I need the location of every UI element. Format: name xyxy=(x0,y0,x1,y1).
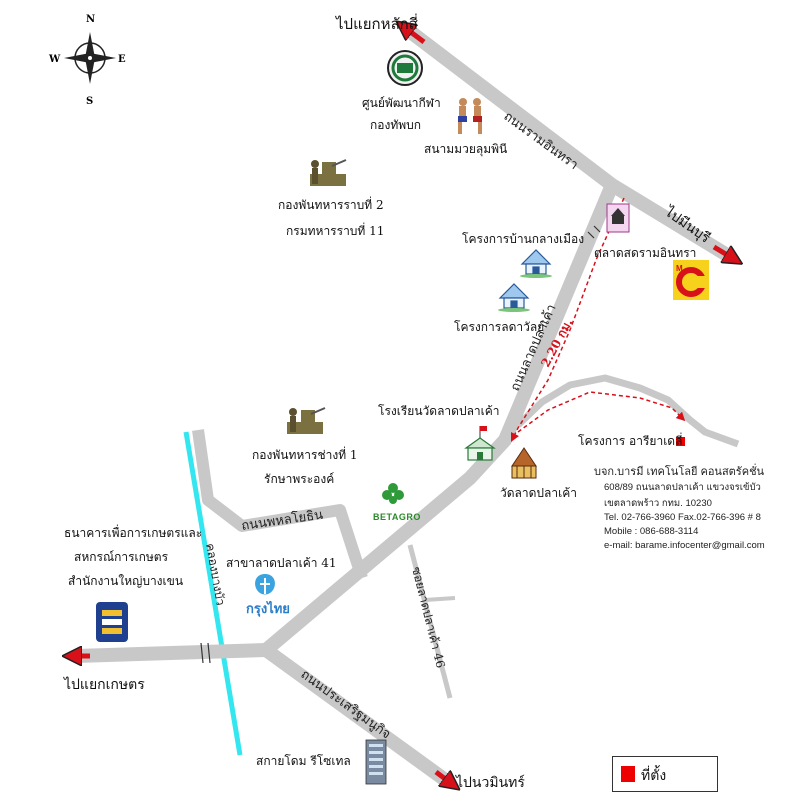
legend-box: ที่ตั้ง xyxy=(612,756,718,792)
road-phahon-yothin xyxy=(192,429,368,580)
label-infantry-2: กรมทหารราบที่ 11 xyxy=(286,224,385,238)
label-baac-3: สำนักงานใหญ่บางเขน xyxy=(68,574,184,588)
house-icon xyxy=(498,283,530,312)
compass-south: S xyxy=(86,96,93,107)
baac-logo-icon xyxy=(96,602,128,642)
label-sports-center-1: ศูนย์พัฒนากีฬา xyxy=(362,96,441,110)
svg-text:M: M xyxy=(676,264,683,273)
legend-location-swatch xyxy=(621,766,635,782)
betagro-logo-icon xyxy=(382,483,404,504)
road-label-prasoet-manukit: ถนนประเสริฐมนูกิจ xyxy=(298,667,394,742)
location-marker xyxy=(676,437,685,446)
label-ban-klang-mueang: โครงการบ้านกลางเมือง xyxy=(462,232,585,246)
temple-icon xyxy=(511,447,537,479)
label-engineer-1: กองพันทหารช่างที่ 1 xyxy=(252,448,358,462)
label-talat-sadram: ตลาดสดรามอินทรา xyxy=(594,246,697,260)
sports-center-icon xyxy=(387,50,423,86)
label-ktb-branch: สาขาลาดปลาเค้า 41 xyxy=(226,556,337,570)
road-soi-branch xyxy=(424,596,456,602)
label-baac-1: ธนาคารเพื่อการเกษตรและ xyxy=(64,526,203,540)
legend-location-label: ที่ตั้ง xyxy=(641,768,667,784)
road-label-soi-46: ซอยลาดปลาเค้า 46 xyxy=(409,565,448,669)
distance-route xyxy=(510,197,625,443)
company-mobile: Mobile : 086-688-3114 xyxy=(604,526,699,537)
compass-rose-icon xyxy=(64,32,116,84)
company-name: บจก.บารมี เทคโนโลยี คอนสตรัคชั่น xyxy=(594,466,765,478)
compass-west: W xyxy=(48,54,61,65)
route-to-ariya xyxy=(517,391,686,433)
label-engineer-2: รักษาพระองค์ xyxy=(264,472,335,486)
label-temple: วัดลาดปลาเค้า xyxy=(500,486,577,500)
canal-label: คลองบางบัว xyxy=(203,542,228,607)
company-email[interactable]: e-mail: barame.infocenter@gmail.com xyxy=(604,540,765,551)
direction-to-lak-si: ไปแยกหลักสี่ xyxy=(336,15,418,33)
label-skydome: สกายโดม รีโซเทล xyxy=(256,754,351,768)
boxer-icon xyxy=(458,98,482,134)
arrow-to-nawamin xyxy=(434,770,452,784)
arrow-to-lak-si xyxy=(404,27,426,44)
direction-to-kaset: ไปแยกเกษตร xyxy=(64,677,145,693)
building-icon xyxy=(365,739,387,785)
road-kaset xyxy=(75,643,267,663)
label-lat-wan: โครงการลดาวัลย์ xyxy=(454,320,545,334)
compass-north: N xyxy=(86,14,95,25)
company-address-1: 608/89 ถนนลาดปลาเค้า แขวงจรเข้บัว xyxy=(604,482,761,493)
direction-to-nawamin: ไปนวมินทร์ xyxy=(456,775,525,791)
company-phone: Tel. 02-766-3960 Fax.02-766-396 # 8 xyxy=(604,512,761,523)
canal-khlong-bang-bua xyxy=(183,431,243,756)
betagro-logo-text: BETAGRO xyxy=(373,512,421,522)
market-icon xyxy=(606,203,630,233)
road-ariya xyxy=(515,374,740,448)
bridge-icon xyxy=(200,225,601,664)
soldier-infantry-icon xyxy=(310,159,347,186)
school-icon xyxy=(464,426,496,461)
label-project-ariya: โครงการ อารียาเดลี่ xyxy=(578,434,683,448)
compass-east: E xyxy=(118,54,126,65)
ktb-logo-text: กรุงไทย xyxy=(246,601,290,616)
label-boxing-stadium: สนามมวยลุมพินี xyxy=(424,142,508,156)
company-address-2: เขตลาดพร้าว กทม. 10230 xyxy=(604,498,712,509)
label-school: โรงเรียนวัดลาดปลาเค้า xyxy=(378,404,500,418)
house-icon xyxy=(520,249,552,278)
ktb-logo-icon xyxy=(255,574,275,595)
arrow-to-min-buri xyxy=(712,244,734,259)
soldier-engineer-icon xyxy=(287,407,326,434)
label-infantry-1: กองพันทหารราบที่ 2 xyxy=(278,198,384,212)
label-baac-2: สหกรณ์การเกษตร xyxy=(74,550,169,564)
mc-logo-icon: M xyxy=(673,260,709,300)
label-sports-center-2: กองทัพบก xyxy=(370,118,422,132)
road-soi-46 xyxy=(407,544,453,699)
road-prasoet-manukit xyxy=(261,644,453,788)
road-label-ram-inthra: ถนนรามอินทรา xyxy=(501,109,581,173)
road-label-phahon-yothin: ถนนพหลโยธิน xyxy=(240,507,324,534)
